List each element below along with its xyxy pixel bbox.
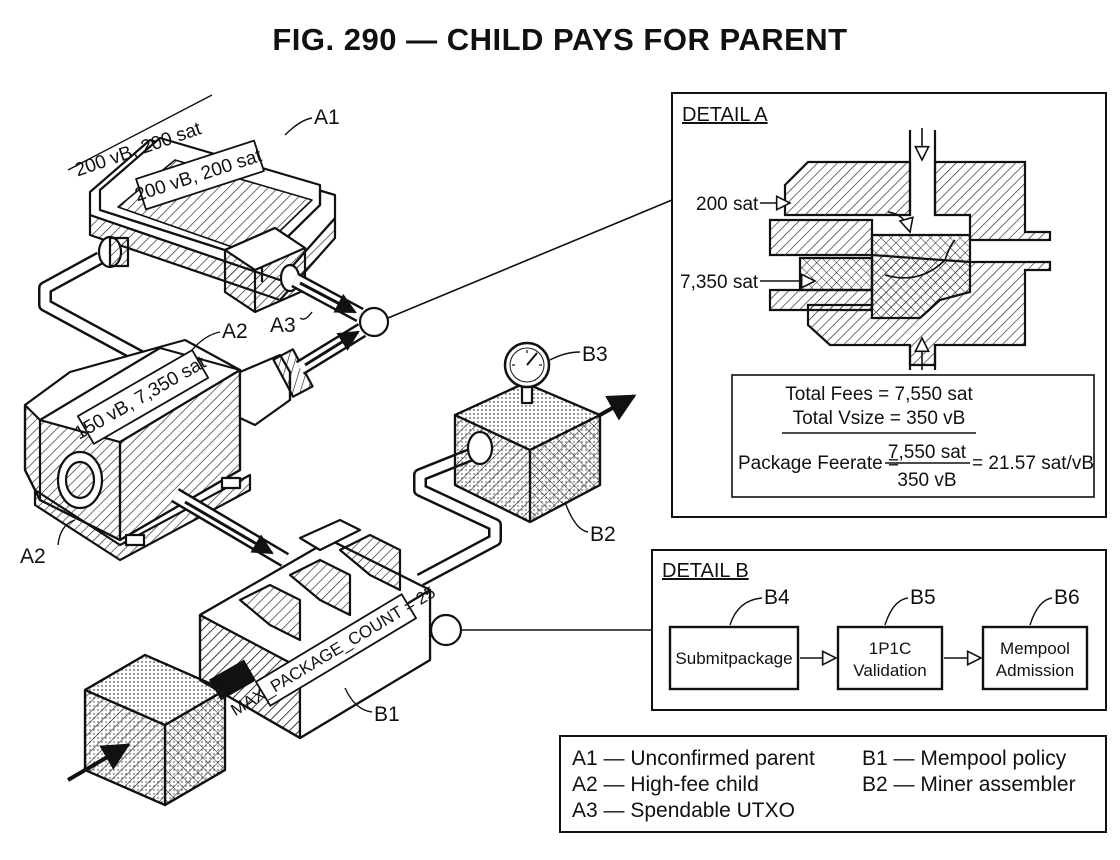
a3-leader	[299, 311, 313, 320]
legend-b2: B2 — Miner assembler	[862, 773, 1076, 796]
detail-a-cross-section	[768, 130, 1052, 370]
legend-b1: B1 — Mempool policy	[862, 747, 1067, 770]
callout-b6: B6	[1054, 586, 1080, 609]
machine-illustration	[23, 136, 637, 807]
detail-a-junction-circle	[358, 306, 390, 338]
step-box-1p1c-validation	[836, 625, 944, 691]
detail-b-panel: DETAIL B Submitpackage 1P1C Validation M…	[651, 549, 1107, 711]
step-submitpackage-label: Submitpackage	[675, 649, 792, 668]
step-1p1c-line1: 1P1C	[869, 639, 912, 658]
detail-b-header: DETAIL B	[662, 560, 749, 582]
step-box-mempool-admission	[981, 625, 1089, 691]
a2-output-pipe	[295, 323, 367, 375]
a1-leader	[284, 117, 313, 136]
b4-leader	[729, 597, 763, 626]
b3-pressure-gauge	[503, 341, 551, 405]
figure-title: FIG. 290 — CHILD PAYS FOR PARENT	[272, 22, 848, 57]
detail-a-panel: DETAIL A 20	[671, 92, 1107, 518]
b1-mempool-policy-manifold	[198, 518, 432, 740]
callout-a3: A3	[270, 314, 296, 337]
callout-b1: B1	[374, 703, 400, 726]
callout-b2: B2	[590, 523, 616, 546]
callout-a1: A1	[314, 106, 340, 129]
total-vsize-text: Total Vsize = 350 vB	[793, 408, 966, 429]
detail-a-input-bottom-label: 7,350 sat	[680, 272, 759, 293]
callout-a2-top: A2	[222, 320, 248, 343]
callout-b4: B4	[764, 586, 790, 609]
leader-to-detail-a	[387, 199, 673, 319]
b3-leader	[549, 351, 581, 361]
step-1p1c-line2: Validation	[853, 661, 926, 680]
step-box-submitpackage	[668, 625, 800, 691]
package-feerate-calc-box	[731, 374, 1095, 498]
pipe-b1-to-b2	[413, 448, 502, 587]
a2-high-fee-child-housing	[23, 338, 314, 562]
detail-a-input-top-label: 200 sat	[696, 194, 759, 215]
inlet-cube	[66, 653, 227, 807]
feerate-numerator: 7,550 sat	[888, 442, 967, 463]
step-mempool-line1: Mempool	[1000, 639, 1070, 658]
detail-b-junction-circle	[429, 613, 463, 647]
callout-b5: B5	[910, 586, 936, 609]
a2-bottom-leader	[57, 519, 76, 546]
legend-a1: A1 — Unconfirmed parent	[572, 747, 815, 770]
b2-leader	[564, 501, 589, 533]
callout-a2-bottom: A2	[20, 545, 46, 568]
legend-a2: A2 — High-fee child	[572, 773, 759, 796]
a2-top-leader	[191, 331, 221, 351]
pipe-a1-to-a2	[38, 251, 154, 369]
feerate-denominator: 350 vB	[897, 470, 956, 491]
b6-leader	[1029, 597, 1053, 626]
a1-dimension-line	[67, 94, 213, 171]
b2-miner-assembler-cube	[453, 381, 637, 524]
step-mempool-line2: Admission	[996, 661, 1074, 680]
detail-a-header: DETAIL A	[682, 104, 768, 126]
total-fees-text: Total Fees = 7,550 sat	[785, 384, 973, 405]
pipe-a2-to-b1	[170, 488, 290, 567]
legend-panel: A1 — Unconfirmed parent A2 — High-fee ch…	[559, 735, 1107, 833]
a1-unconfirmed-parent-housing	[88, 136, 337, 314]
a3-output-pipe	[291, 272, 364, 323]
b1-leader	[344, 687, 373, 713]
legend-a3: A3 — Spendable UTXO	[572, 799, 795, 822]
callout-b3: B3	[582, 343, 608, 366]
feerate-label: Package Feerate =	[738, 453, 899, 474]
b5-leader	[884, 597, 909, 626]
feerate-result: = 21.57 sat/vB	[972, 453, 1094, 474]
